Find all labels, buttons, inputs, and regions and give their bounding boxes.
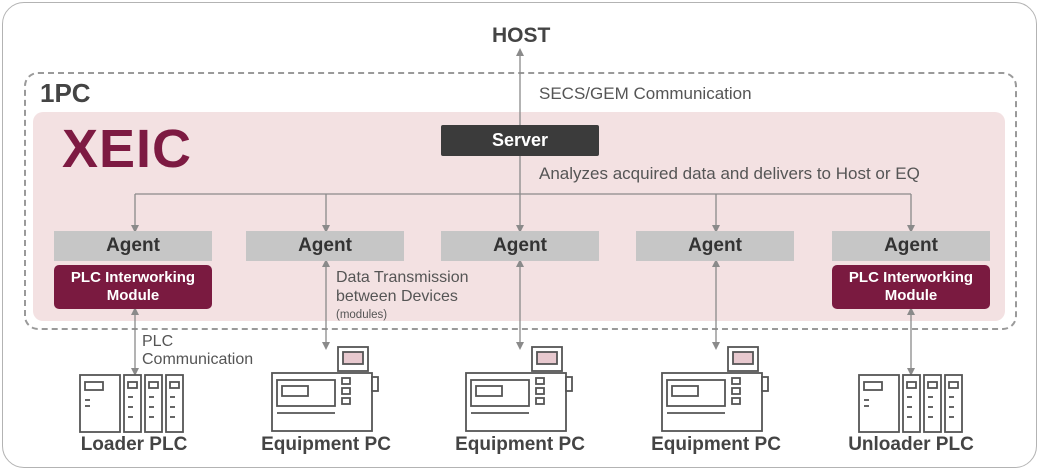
agent-5: Agent	[832, 231, 990, 261]
equipment-pc-icon-2	[465, 346, 573, 432]
plc-module-line2: Module	[106, 287, 160, 304]
server-box: Server	[441, 125, 599, 156]
plc-interworking-module-right: PLC Interworking Module	[832, 265, 990, 309]
data-transmission-label: Data Transmission between Devices	[336, 268, 469, 306]
device-label-equipment-pc-2: Equipment PC	[455, 434, 585, 455]
device-label-loader-plc: Loader PLC	[80, 434, 188, 455]
agent-1: Agent	[54, 231, 212, 261]
plc-interworking-module-left: PLC Interworking Module	[54, 265, 212, 309]
data-transmission-line1: Data Transmission	[336, 269, 469, 286]
equipment-pc-icon-3	[661, 346, 769, 432]
xeic-title: XEIC	[62, 119, 193, 179]
pc-label: 1PC	[40, 78, 91, 108]
device-label-unloader-plc: Unloader PLC	[848, 434, 974, 455]
device-label-equipment-pc-1: Equipment PC	[261, 434, 391, 455]
plc-module-line1: PLC Interworking	[70, 269, 196, 286]
loader-plc-icon	[79, 374, 184, 433]
plc-comm-line2: Communication	[142, 351, 254, 368]
secs-gem-label: SECS/GEM Communication	[539, 84, 752, 103]
plc-comm-line1: PLC	[142, 333, 174, 350]
unloader-plc-icon	[858, 374, 963, 433]
host-label: HOST	[492, 24, 551, 47]
data-transmission-line2: between Devices	[336, 288, 458, 305]
agent-2: Agent	[246, 231, 404, 261]
equipment-pc-icon-1	[271, 346, 379, 432]
analyzes-label: Analyzes acquired data and delivers to H…	[539, 164, 920, 183]
data-transmission-sub: (modules)	[336, 309, 388, 321]
agent-4: Agent	[636, 231, 794, 261]
plc-module-line1: PLC Interworking	[848, 269, 974, 286]
device-label-equipment-pc-3: Equipment PC	[651, 434, 781, 455]
plc-communication-label: PLC Communication	[142, 333, 253, 369]
plc-module-line2: Module	[884, 287, 938, 304]
agent-3: Agent	[441, 231, 599, 261]
